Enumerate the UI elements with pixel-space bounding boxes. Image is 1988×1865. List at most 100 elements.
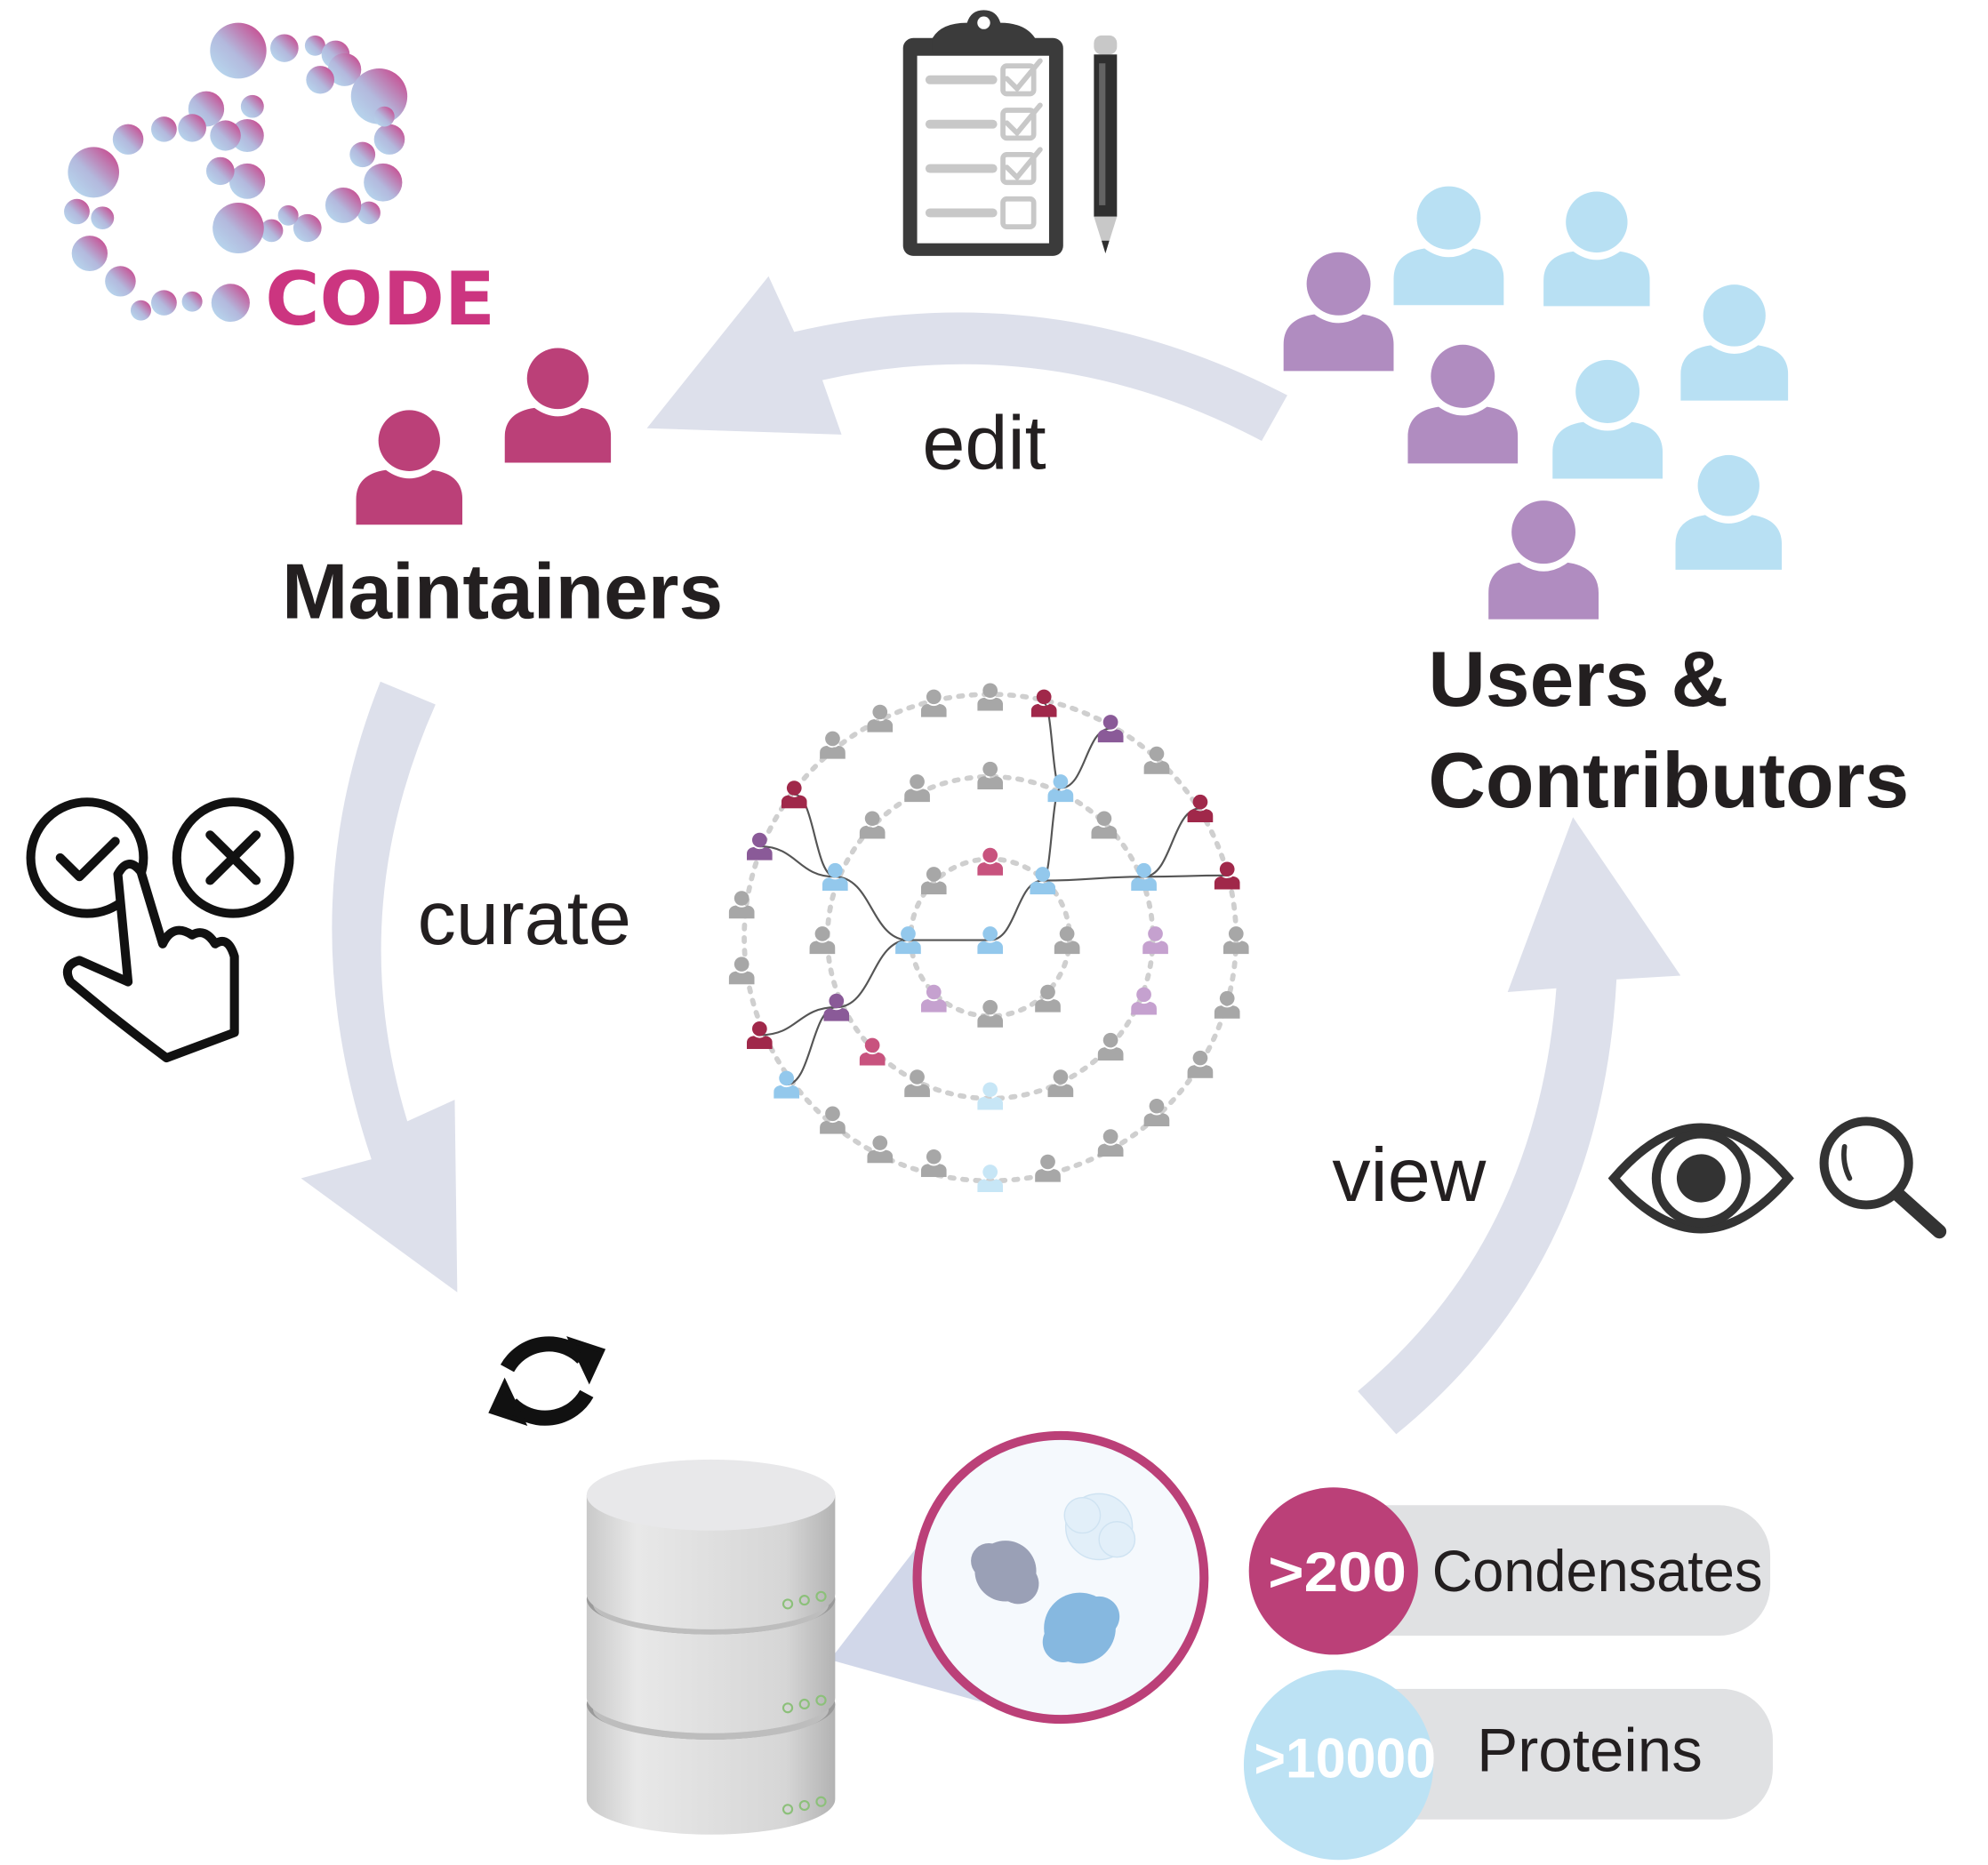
view-arrow — [1358, 817, 1681, 1435]
refresh-icon — [488, 1336, 606, 1426]
logo-bubble — [151, 116, 177, 142]
network-person-node — [1091, 811, 1118, 839]
network-person-node — [1035, 984, 1061, 1013]
logo-bubble — [373, 124, 405, 155]
logo-bubble — [325, 187, 362, 223]
view-label: view — [1332, 1133, 1487, 1218]
curate-arrow — [301, 681, 458, 1293]
curate-label: curate — [418, 876, 631, 960]
network-person-node — [920, 984, 947, 1013]
stat-value: >200 — [1268, 1541, 1407, 1604]
condensate-blob-blue — [1042, 1592, 1120, 1664]
network-person-node — [1143, 746, 1170, 774]
logo-bubble — [210, 22, 267, 79]
logo-bubble — [293, 213, 322, 243]
edit-arrow — [646, 276, 1287, 441]
network-icon — [728, 683, 1249, 1193]
network-person-node — [1142, 926, 1168, 955]
logo-bubble — [130, 300, 152, 321]
stat-value: >10000 — [1254, 1728, 1436, 1790]
network-person-node — [977, 1165, 1004, 1193]
database-led — [798, 1799, 810, 1812]
logo-bubble — [277, 204, 299, 226]
logo-bubble — [260, 219, 284, 243]
network-person-node — [1047, 1069, 1074, 1098]
contributor-person-icon — [1283, 252, 1394, 372]
maintainer-person-icon — [504, 348, 612, 463]
logo-bubble — [211, 284, 250, 323]
logo-bubble — [304, 35, 325, 56]
database-led — [815, 1694, 827, 1706]
stat-condensates: >200 Condensates — [1248, 1487, 1771, 1655]
stat-proteins: >10000 Proteins — [1243, 1669, 1773, 1861]
logo-text: CODE — [265, 256, 495, 341]
stat-label: Condensates — [1432, 1538, 1763, 1604]
database-led — [782, 1702, 794, 1714]
logo-bubble — [205, 156, 235, 186]
logo-bubble — [64, 198, 90, 225]
network-edge — [835, 876, 909, 941]
network-person-node — [859, 811, 886, 839]
logo-bubble — [212, 203, 264, 254]
database-led — [815, 1796, 827, 1807]
user-person-icon — [1675, 454, 1783, 570]
condensate-blob-light — [1063, 1493, 1136, 1561]
stat-label: Proteins — [1477, 1717, 1703, 1785]
user-person-icon — [1552, 359, 1663, 479]
network-person-node — [820, 1106, 846, 1134]
maintainers-group — [356, 348, 612, 525]
logo-bubble — [364, 163, 403, 202]
network-edge — [759, 1006, 837, 1037]
network-person-node — [904, 774, 930, 803]
contributor-person-icon — [1407, 344, 1519, 464]
x-circle-icon — [172, 797, 294, 918]
logo-bubble — [240, 94, 264, 118]
network-person-node — [1214, 990, 1240, 1019]
logo-bubble — [327, 52, 362, 86]
database-tier — [586, 1459, 836, 1629]
contributor-person-icon — [1488, 500, 1599, 620]
clipboard-checklist-icon — [902, 10, 1063, 256]
network-person-node — [809, 926, 836, 955]
network-person-node — [1054, 926, 1080, 955]
network-person-node — [1143, 1098, 1170, 1127]
network-person-node — [1187, 1050, 1214, 1078]
logo-bubble — [306, 66, 335, 94]
network-person-node — [920, 1149, 947, 1178]
database-led — [798, 1698, 810, 1710]
network-person-node — [728, 891, 755, 919]
pointing-hand-icon — [62, 860, 239, 1063]
network-person-node — [920, 867, 947, 895]
pencil-icon — [1094, 35, 1118, 254]
logo-bubbles — [64, 22, 408, 323]
logo-bubble — [349, 141, 376, 168]
logo-bubble — [357, 201, 381, 225]
network-person-node — [1222, 926, 1249, 955]
edit-label: edit — [922, 401, 1046, 485]
users-title-line2: Contributors — [1428, 736, 1909, 823]
logo-bubble — [230, 118, 264, 153]
condensate-blob-gray — [971, 1541, 1039, 1605]
logo-bubble — [210, 120, 241, 151]
curation-choice-icons — [26, 797, 294, 1063]
network-edge — [759, 845, 836, 878]
logo-bubble — [181, 291, 203, 312]
magnifier-icon — [1819, 1117, 1947, 1239]
logo-bubble — [91, 206, 115, 229]
database-led — [782, 1598, 794, 1610]
users-title-line1: Users & — [1428, 635, 1728, 722]
logo-bubble — [105, 266, 136, 297]
maintainer-person-icon — [356, 410, 463, 525]
user-person-icon — [1393, 186, 1504, 306]
stat-badge — [1248, 1487, 1418, 1655]
stat-badge — [1243, 1669, 1434, 1861]
network-person-node — [774, 1070, 800, 1099]
logo-bubble — [228, 163, 266, 199]
network-person-node — [728, 957, 755, 985]
network-edge — [836, 939, 909, 1009]
condensate-droplet-icon — [912, 1430, 1209, 1725]
maintainers-title: Maintainers — [282, 548, 723, 635]
database-led — [782, 1804, 794, 1815]
network-person-node — [1035, 1154, 1061, 1182]
